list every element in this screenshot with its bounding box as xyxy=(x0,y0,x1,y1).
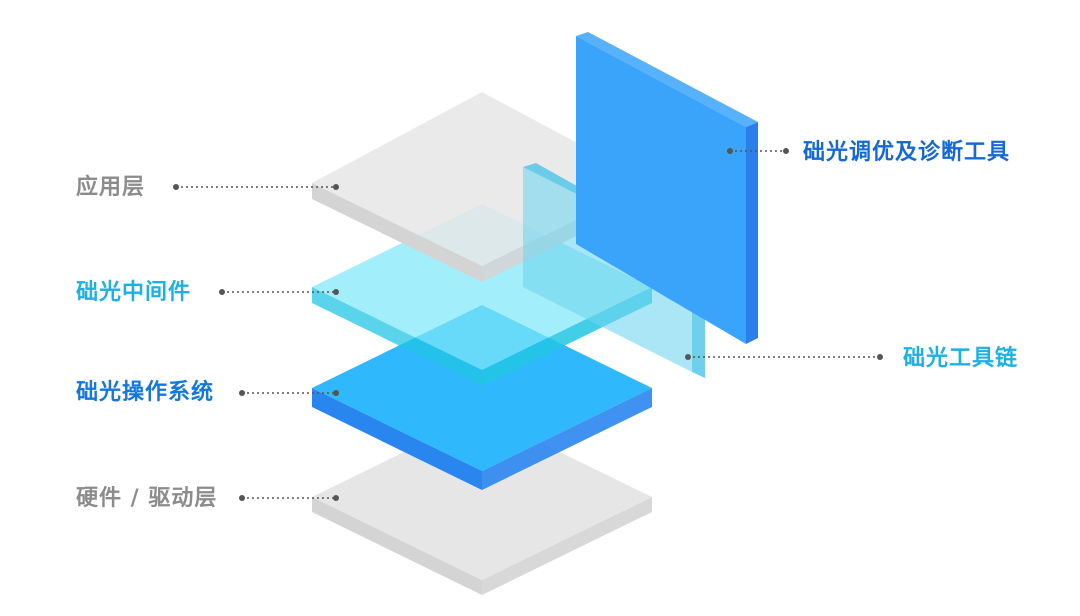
label-hardware-layer: 硬件 / 驱动层 xyxy=(76,486,218,511)
leader-dot-middleware-end xyxy=(333,289,339,295)
leader-dot-application-start xyxy=(173,184,179,190)
os-plate-top xyxy=(312,305,652,471)
hardware-plate-left-side xyxy=(312,497,482,595)
tuning-tools-panel-edge xyxy=(746,122,758,344)
label-middleware-layer: 础光中间件 xyxy=(76,280,192,305)
leader-dot-application-end xyxy=(333,184,339,190)
os-plate-left-side xyxy=(312,388,482,490)
leader-dot-toolchain-start xyxy=(685,354,691,360)
leader-dot-middleware-start xyxy=(219,289,225,295)
leader-dot-tuning-tools-start xyxy=(727,148,733,154)
leader-dot-tuning-tools-end xyxy=(783,148,789,154)
application-plate-left-side xyxy=(312,183,482,282)
label-application-layer: 应用层 xyxy=(76,175,146,200)
os-plate xyxy=(312,305,652,490)
hardware-plate-top xyxy=(312,414,652,580)
label-os-layer: 础光操作系统 xyxy=(76,380,215,405)
tuning-tools-panel-top-edge xyxy=(576,32,758,127)
tuning-tools-panel xyxy=(576,32,758,344)
middleware-plate-left-side xyxy=(312,287,482,386)
label-tuning-tools-panel: 础光调优及诊断工具 xyxy=(803,140,1011,165)
leader-dot-os-start xyxy=(239,390,245,396)
hardware-plate-right-side xyxy=(482,497,652,595)
leader-dot-hardware-start xyxy=(239,495,245,501)
leader-dot-hardware-end xyxy=(333,495,339,501)
toolchain-panel-face xyxy=(523,167,692,372)
tuning-tools-panel-face xyxy=(576,36,746,344)
hardware-plate xyxy=(312,414,652,595)
label-toolchain-panel: 础光工具链 xyxy=(903,346,1019,371)
leader-lines xyxy=(173,148,883,501)
leader-dot-toolchain-end xyxy=(877,354,883,360)
leader-dot-os-end xyxy=(333,390,339,396)
os-plate-right-side xyxy=(482,388,652,490)
